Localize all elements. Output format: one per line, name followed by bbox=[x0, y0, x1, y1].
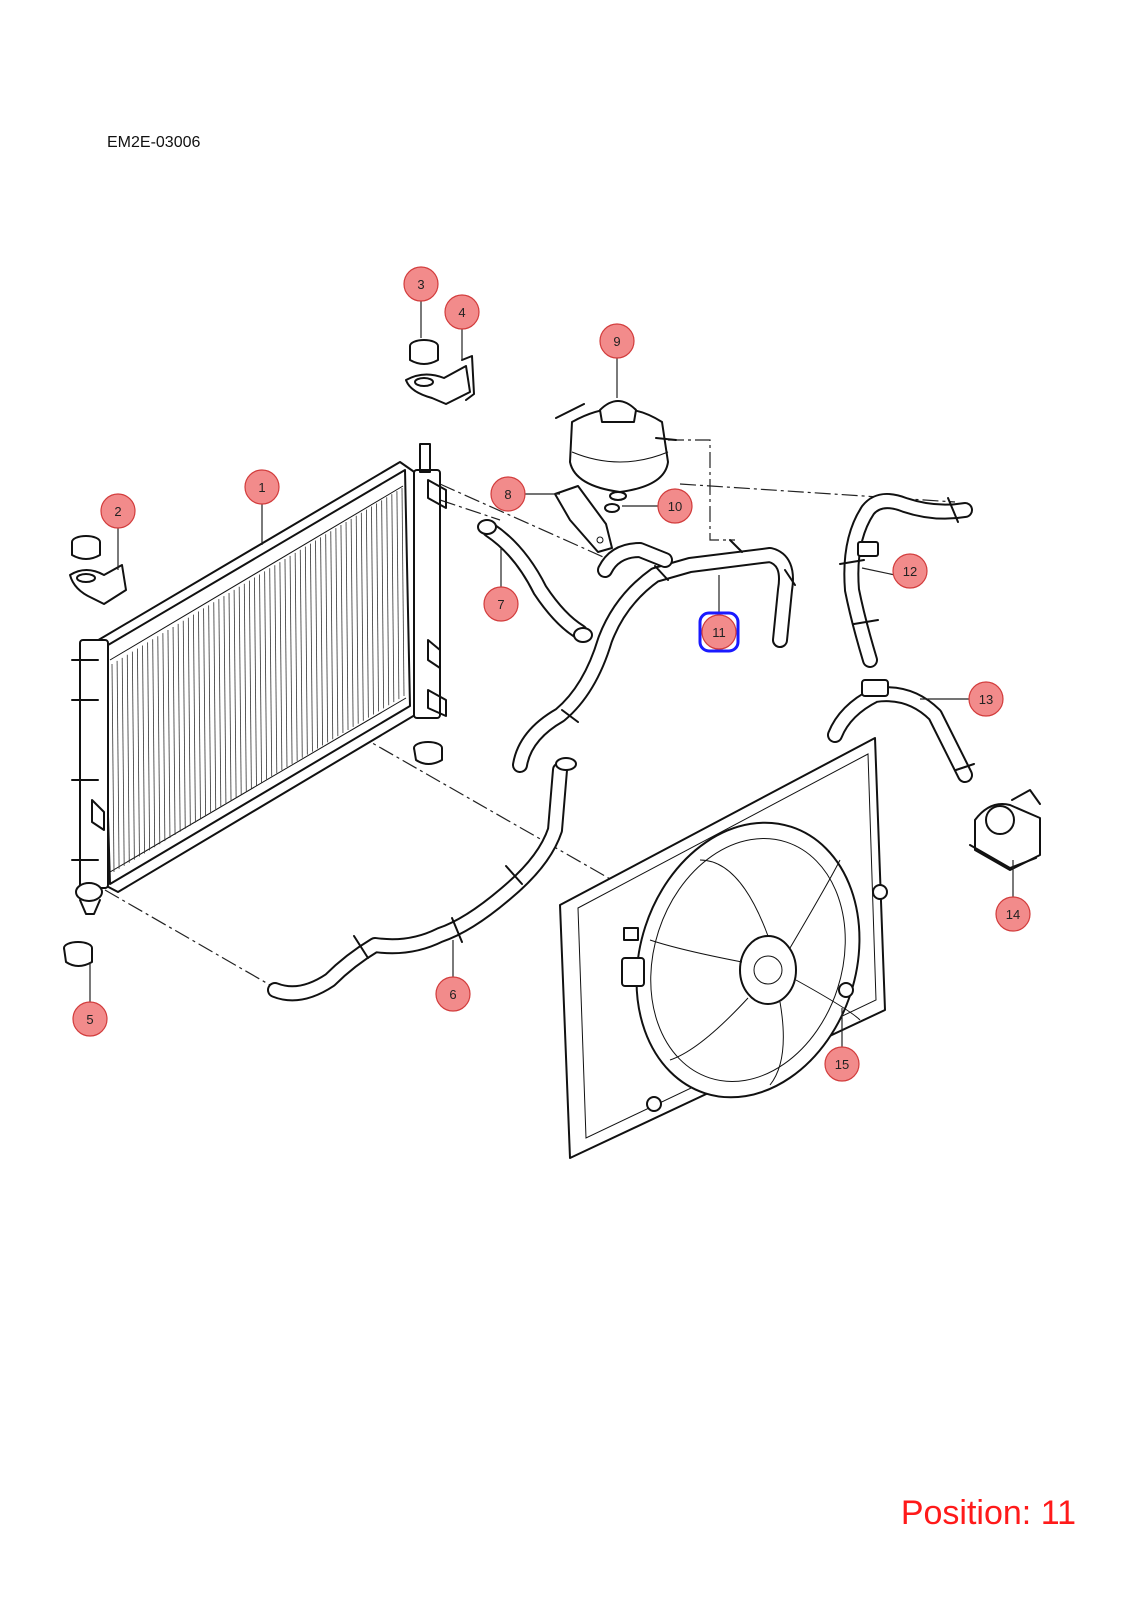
callout-label: 5 bbox=[86, 1012, 93, 1027]
callout-label: 8 bbox=[504, 487, 511, 502]
callout-6[interactable]: 6 bbox=[435, 976, 471, 1012]
callout-2[interactable]: 2 bbox=[100, 493, 136, 529]
lower-mount-bushing-right bbox=[413, 741, 443, 765]
callout-label: 1 bbox=[258, 480, 265, 495]
cooling-fan-shroud-assembly bbox=[559, 737, 888, 1159]
callout-4[interactable]: 4 bbox=[444, 294, 480, 330]
callout-circle bbox=[995, 896, 1031, 932]
callout-leader-lines bbox=[89, 298, 1014, 1050]
callout-label: 7 bbox=[497, 597, 504, 612]
callout-7[interactable]: 7 bbox=[483, 586, 519, 622]
callout-label: 2 bbox=[114, 504, 121, 519]
callout-label: 9 bbox=[613, 334, 620, 349]
callout-circle bbox=[657, 488, 693, 524]
selected-position-outline bbox=[698, 611, 740, 653]
callout-circle bbox=[892, 553, 928, 589]
callout-label: 14 bbox=[1006, 907, 1020, 922]
callout-circle bbox=[968, 681, 1004, 717]
callout-label: 10 bbox=[668, 499, 682, 514]
diagram-code: EM2E-03006 bbox=[107, 134, 201, 151]
upper-mount-bracket bbox=[405, 355, 475, 405]
callout-circle bbox=[100, 493, 136, 529]
position-readout: Position: 11 bbox=[900, 1494, 1076, 1532]
callout-circle bbox=[701, 614, 737, 650]
callout-3[interactable]: 3 bbox=[403, 266, 439, 302]
callout-circle bbox=[824, 1046, 860, 1082]
callout-14[interactable]: 14 bbox=[995, 896, 1031, 932]
pump-hose-lower bbox=[827, 679, 975, 783]
expansion-tank bbox=[555, 400, 677, 501]
callout-circle bbox=[444, 294, 480, 330]
callout-1[interactable]: 1 bbox=[244, 469, 280, 505]
radiator-core-fins bbox=[111, 487, 405, 873]
upper-mount-bushing-right bbox=[409, 339, 439, 365]
lower-radiator-hose bbox=[267, 757, 577, 1002]
coolant-hose-assembly bbox=[512, 539, 796, 773]
callout-circle bbox=[435, 976, 471, 1012]
callout-circle bbox=[403, 266, 439, 302]
callout-11[interactable]: 11 bbox=[698, 611, 740, 653]
fan-blades bbox=[649, 859, 861, 1086]
callout-label: 3 bbox=[417, 277, 424, 292]
callout-label: 12 bbox=[903, 564, 917, 579]
callout-label: 15 bbox=[835, 1057, 849, 1072]
lower-mount-bushing-left bbox=[63, 941, 93, 967]
callout-label: 13 bbox=[979, 692, 993, 707]
callout-circle bbox=[244, 469, 280, 505]
callout-label: 11 bbox=[712, 625, 726, 640]
radiator bbox=[71, 443, 447, 915]
callout-label: 4 bbox=[458, 305, 465, 320]
callout-12[interactable]: 12 bbox=[892, 553, 928, 589]
callout-circle bbox=[599, 323, 635, 359]
upper-mount-bushing-left bbox=[69, 535, 127, 605]
callout-5[interactable]: 5 bbox=[72, 1001, 108, 1037]
callout-circle bbox=[483, 586, 519, 622]
callout-15[interactable]: 15 bbox=[824, 1046, 860, 1082]
upper-radiator-hose bbox=[477, 519, 593, 643]
callout-circle bbox=[490, 476, 526, 512]
callout-9[interactable]: 9 bbox=[599, 323, 635, 359]
electric-water-pump bbox=[969, 789, 1041, 871]
callout-13[interactable]: 13 bbox=[968, 681, 1004, 717]
callout-label: 6 bbox=[449, 987, 456, 1002]
callout-8[interactable]: 8 bbox=[490, 476, 526, 512]
tank-grommet bbox=[604, 503, 620, 513]
callout-circle bbox=[72, 1001, 108, 1037]
callout-10[interactable]: 10 bbox=[657, 488, 693, 524]
pump-hose-upper bbox=[839, 493, 973, 668]
expansion-tank-bracket bbox=[554, 485, 613, 553]
